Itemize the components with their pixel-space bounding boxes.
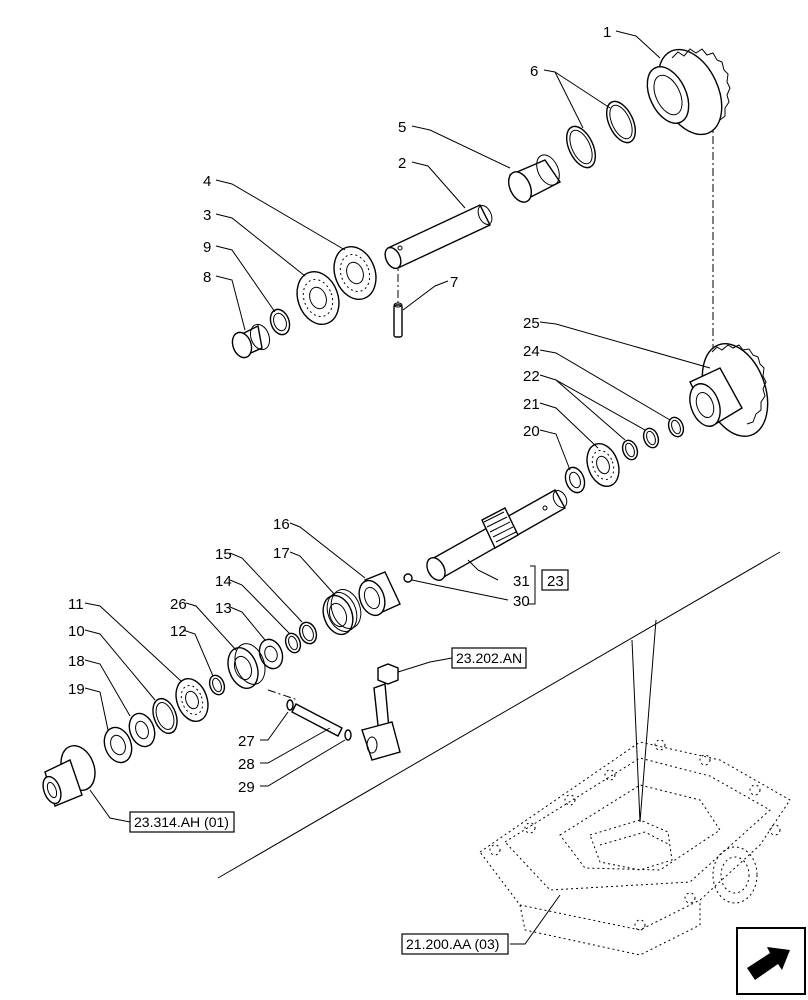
callout-13: 13	[215, 600, 232, 617]
callout-21: 21	[523, 396, 540, 413]
callout-19: 19	[68, 681, 85, 698]
part-12-ring[interactable]	[207, 673, 227, 697]
callout-10: 10	[68, 623, 85, 640]
callout-25: 25	[523, 315, 540, 332]
callout-15: 15	[215, 546, 232, 563]
housing-pointer	[631, 619, 657, 823]
callout-2: 2	[398, 155, 406, 172]
part-29-ring[interactable]	[344, 729, 352, 741]
ref-23-314-ah: 23.314.AH (01)	[134, 814, 229, 830]
callout-30: 30	[513, 593, 530, 610]
ref-21-200-aa: 21.200.AA (03)	[406, 936, 499, 952]
part-11-bearing[interactable]	[170, 674, 213, 726]
part-13-washer[interactable]	[256, 636, 287, 672]
part-19-washer[interactable]	[100, 724, 137, 767]
part-8-bushing[interactable]	[229, 322, 273, 361]
part-1-gear[interactable]	[639, 39, 734, 144]
part-6-snap-rings[interactable]	[561, 97, 641, 172]
callout-11: 11	[68, 596, 84, 613]
coupling-assembly[interactable]	[40, 741, 101, 807]
part-21-bearing[interactable]	[581, 439, 624, 491]
callout-22: 22	[523, 368, 540, 385]
next-page-arrow-icon[interactable]	[736, 927, 806, 995]
callout-12: 12	[170, 623, 187, 640]
transmission-housing[interactable]	[479, 739, 791, 956]
part-7-pin[interactable]	[393, 302, 403, 338]
callout-9: 9	[203, 239, 211, 256]
callout-23: 23	[547, 573, 564, 590]
ref-box-23-314-ah[interactable]	[129, 811, 235, 833]
part-20-washer[interactable]	[562, 465, 588, 496]
part-18-washer[interactable]	[125, 710, 159, 750]
part-3-bearing[interactable]	[290, 266, 346, 330]
part-24-ring[interactable]	[666, 415, 686, 439]
group-box-23[interactable]	[541, 569, 569, 591]
callout-1: 1	[603, 24, 611, 41]
callout-18: 18	[68, 653, 85, 670]
callout-4: 4	[203, 173, 211, 190]
part-17-spring[interactable]	[318, 585, 366, 638]
part-9-ring[interactable]	[267, 307, 293, 338]
callout-16: 16	[273, 516, 290, 533]
part-28-rod[interactable]	[291, 703, 343, 737]
callout-8: 8	[203, 269, 211, 286]
part-22-rings[interactable]	[620, 426, 661, 462]
callout-27: 27	[238, 733, 255, 750]
callout-6: 6	[530, 63, 538, 80]
part-26-bearing[interactable]	[223, 639, 271, 692]
part-2-shaft[interactable]	[382, 203, 495, 271]
part-15-ring[interactable]	[297, 620, 320, 646]
section-divider	[217, 551, 781, 879]
callout-7: 7	[450, 274, 458, 291]
ref-box-21-200-aa[interactable]	[401, 933, 509, 955]
callout-3: 3	[203, 207, 211, 224]
callout-29: 29	[238, 779, 255, 796]
ref-23-202-an: 23.202.AN	[456, 650, 522, 666]
callout-14: 14	[215, 573, 232, 590]
part-5-sleeve[interactable]	[504, 151, 564, 205]
callout-28: 28	[238, 756, 255, 773]
callout-26: 26	[170, 596, 187, 613]
part-27-ring[interactable]	[286, 699, 294, 711]
shift-fork[interactable]	[361, 663, 401, 761]
callout-31: 31	[513, 573, 530, 590]
part-25-gear[interactable]	[684, 335, 779, 446]
part-31-main-shaft[interactable]	[423, 488, 569, 583]
part-16-hub[interactable]	[355, 571, 401, 619]
callout-17: 17	[273, 545, 290, 562]
axis-line-rod	[267, 689, 299, 701]
leader-lines	[84, 30, 711, 945]
part-30-ball[interactable]	[403, 573, 413, 583]
callout-20: 20	[523, 423, 540, 440]
part-10-snap-ring[interactable]	[149, 695, 182, 736]
callout-24: 24	[523, 343, 540, 360]
part-4-bearing[interactable]	[327, 241, 383, 305]
callout-5: 5	[398, 119, 406, 136]
ref-box-23-202-an[interactable]	[451, 647, 527, 669]
